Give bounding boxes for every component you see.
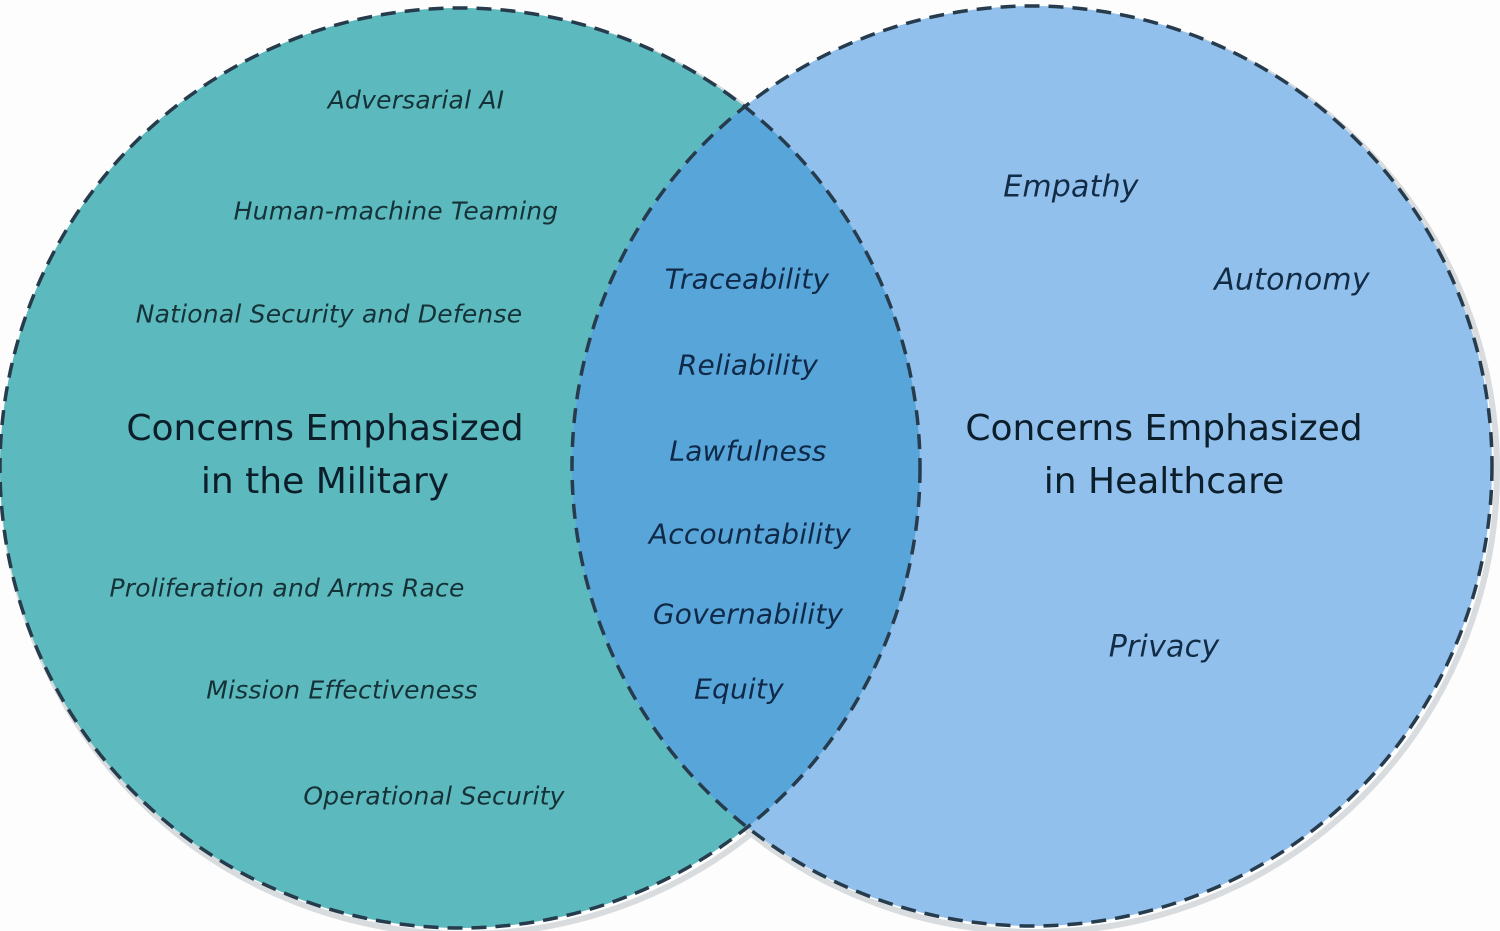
healthcare-item-privacy: Privacy — [1108, 629, 1220, 665]
military-item-human-machine-teaming: Human-machine Teaming — [233, 196, 559, 226]
healthcare-item-empathy: Empathy — [1003, 169, 1139, 205]
military-item-adversarial-ai: Adversarial AI — [327, 85, 505, 115]
shared-item-equity: Equity — [694, 672, 784, 706]
military-item-mission-effectiveness: Mission Effectiveness — [206, 675, 478, 705]
military-item-national-security-and-defense: National Security and Defense — [135, 299, 523, 329]
military-circle-outline — [0, 6, 922, 930]
healthcare-item-autonomy: Autonomy — [1214, 262, 1370, 298]
shared-item-traceability: Traceability — [664, 262, 830, 296]
shared-item-reliability: Reliability — [677, 348, 819, 382]
military-item-proliferation-and-arms-race: Proliferation and Arms Race — [109, 573, 465, 603]
shared-item-accountability: Accountability — [648, 517, 852, 551]
shared-item-governability: Governability — [652, 597, 844, 631]
healthcare-title: Concerns Emphasized in Healthcare — [965, 402, 1362, 508]
military-title-line2: in the Military — [200, 461, 450, 502]
shared-item-lawfulness: Lawfulness — [669, 434, 827, 468]
military-title: Concerns Emphasized in the Military — [126, 402, 523, 508]
healthcare-title-line2: in Healthcare — [1043, 461, 1285, 502]
overlap-region — [572, 8, 920, 926]
healthcare-title-line1: Concerns Emphasized — [965, 408, 1363, 449]
military-item-operational-security: Operational Security — [303, 781, 565, 811]
healthcare-circle-outline — [570, 4, 1494, 928]
military-title-line1: Concerns Emphasized — [126, 408, 524, 449]
